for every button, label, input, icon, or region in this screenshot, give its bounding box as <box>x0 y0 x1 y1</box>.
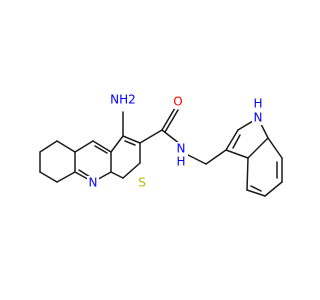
amide-nitrogen-label: N <box>177 142 186 156</box>
bond <box>122 135 141 144</box>
atom-labels: NH2 O S N N H N H <box>87 92 264 190</box>
bond <box>56 140 76 153</box>
bond <box>78 169 91 178</box>
bond <box>39 140 58 153</box>
molecule-structure: NH2 O S N N H N H <box>39 92 283 197</box>
bond <box>39 171 58 183</box>
amino-label: NH2 <box>110 93 136 107</box>
bond <box>205 149 227 165</box>
bond <box>247 137 269 159</box>
bond <box>94 145 108 154</box>
thiophene-sulfur-label: S <box>138 176 146 190</box>
bond <box>74 140 94 153</box>
bond <box>161 129 181 145</box>
bond <box>122 162 141 179</box>
bond <box>110 135 124 153</box>
indole-nitrogen-label: N <box>254 111 263 125</box>
bond <box>56 171 76 183</box>
molecule-canvas: NH2 O S N N H N H <box>39 92 283 197</box>
bond <box>232 134 241 149</box>
bond <box>185 153 207 165</box>
bond <box>264 181 283 197</box>
bond <box>164 109 179 133</box>
bond <box>250 185 262 192</box>
amide-hydrogen-label: H <box>176 155 185 169</box>
bond <box>110 171 124 179</box>
pyridine-nitrogen-label: N <box>89 176 98 190</box>
bond <box>225 129 239 151</box>
bond <box>124 140 136 146</box>
carbonyl-oxygen-label: O <box>173 95 182 109</box>
indole-hydrogen-label: H <box>253 97 262 111</box>
bond <box>139 129 163 144</box>
bond <box>161 107 176 131</box>
bond <box>267 137 283 159</box>
bonds <box>39 107 283 197</box>
bond <box>246 189 266 197</box>
bond <box>225 149 249 159</box>
bond <box>92 140 112 153</box>
bond <box>246 157 249 191</box>
